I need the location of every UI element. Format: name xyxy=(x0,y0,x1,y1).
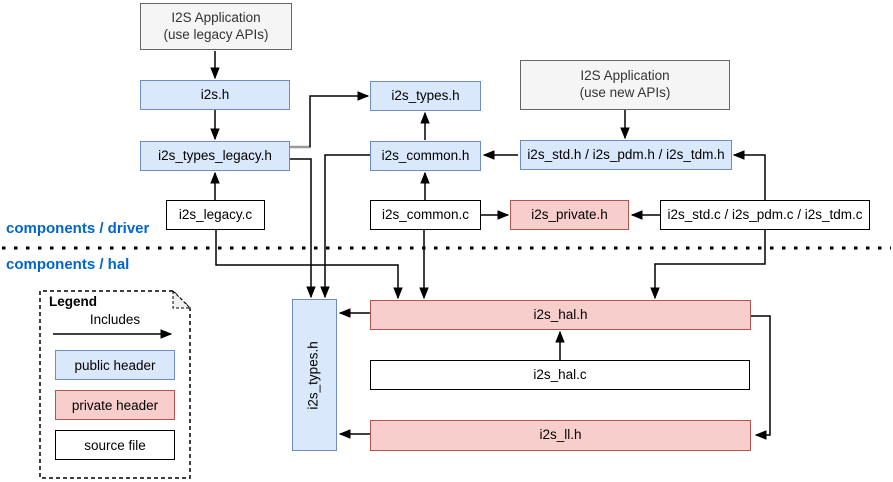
node-label: i2s_types.h xyxy=(391,87,460,103)
node-i2s-hal-h: i2s_hal.h xyxy=(370,300,751,330)
legend-item-source-file: source file xyxy=(55,430,175,460)
node-i2s-types-legacy-h: i2s_types_legacy.h xyxy=(140,141,290,171)
node-label: I2S Application xyxy=(580,68,670,84)
legend-item-public-header: public header xyxy=(55,350,175,380)
node-label: i2s_hal.h xyxy=(533,306,588,322)
edge-i2s-types-legacy-h-to-i2s-types-h xyxy=(309,96,368,147)
node-label: i2s_std.c / i2s_pdm.c / i2s_tdm.c xyxy=(667,206,863,222)
node-i2s-h: i2s.h xyxy=(140,80,290,110)
edge-i2s-hal-h-to-i2s-ll-h xyxy=(751,315,771,435)
driver-section-label: components / driver xyxy=(6,220,150,237)
node-i2s-common-h: i2s_common.h xyxy=(370,141,481,171)
node-label: I2S Application xyxy=(171,9,261,25)
node-label: (use new APIs) xyxy=(579,85,671,100)
legend-item-private-header: private header xyxy=(55,390,175,420)
edge-i2s-legacy-c-to-i2s-hal-h xyxy=(215,230,398,298)
legend: Legend Includes public header private he… xyxy=(40,291,190,478)
legend-title: Legend xyxy=(49,294,98,309)
node-i2s-common-c: i2s_common.c xyxy=(370,200,481,230)
node-label: i2s_common.h xyxy=(381,147,470,163)
node-label: i2s_ll.h xyxy=(539,427,582,443)
node-i2s-types-h-hal: i2s_types.h xyxy=(292,299,337,451)
node-i2s-std-pdm-tdm-c: i2s_std.c / i2s_pdm.c / i2s_tdm.c xyxy=(660,200,870,230)
node-label: i2s_legacy.c xyxy=(178,206,253,222)
edge-i2s-types-legacy-h-to-hal-i2s-types-h xyxy=(290,158,311,297)
edge-i2s-std-c-to-i2s-std-h xyxy=(734,155,766,200)
hal-section-label: components / hal xyxy=(6,256,130,273)
node-i2s-legacy-c: i2s_legacy.c xyxy=(166,200,265,230)
node-i2s-std-pdm-tdm-h: i2s_std.h / i2s_pdm.h / i2s_tdm.h xyxy=(520,140,732,170)
node-label: i2s_std.h / i2s_pdm.h / i2s_tdm.h xyxy=(527,146,725,162)
node-label: i2s.h xyxy=(200,86,230,102)
node-label: (use legacy APIs) xyxy=(163,26,269,42)
legend-includes-label: Includes xyxy=(89,312,141,327)
node-label: i2s_common.c xyxy=(381,206,470,222)
node-i2s-hal-c: i2s_hal.c xyxy=(370,360,750,390)
node-i2s-types-h-driver: i2s_types.h xyxy=(370,81,481,111)
edge-i2s-std-c-to-i2s-hal-h xyxy=(655,230,766,298)
node-i2s-private-h: i2s_private.h xyxy=(510,200,629,230)
node-i2s-application-legacy: I2S Application (use legacy APIs) xyxy=(140,3,292,50)
node-label: i2s_private.h xyxy=(531,206,608,222)
node-label: i2s_types.h xyxy=(306,340,322,410)
edge-i2s-common-h-to-hal-i2s-types-h xyxy=(325,154,370,297)
node-i2s-application-new: I2S Application (use new APIs) xyxy=(520,60,730,110)
node-i2s-ll-h: i2s_ll.h xyxy=(370,420,751,451)
node-label: i2s_hal.c xyxy=(533,366,587,382)
node-label: i2s_types_legacy.h xyxy=(158,147,272,163)
